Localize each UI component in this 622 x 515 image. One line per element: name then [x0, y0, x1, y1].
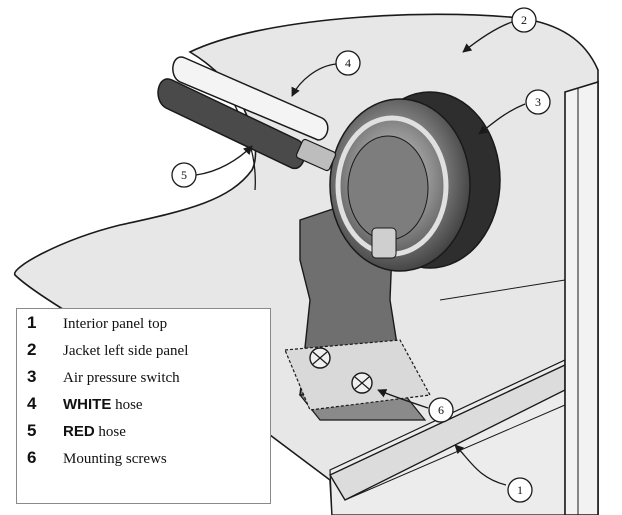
legend-emphasis: WHITE [63, 396, 112, 413]
legend-label-rest: hose [94, 424, 126, 440]
legend-number: 2 [27, 340, 37, 359]
leader-line-3 [478, 103, 526, 135]
leader-line-4 [291, 63, 337, 97]
callout-4-label: 4 [345, 56, 351, 70]
mounting-screws [309, 347, 373, 394]
air-pressure-switch [329, 91, 501, 272]
white-hose [172, 56, 329, 141]
legend-number: 4 [27, 394, 37, 413]
callout-5-label: 5 [181, 168, 187, 182]
callout-5: 5 [171, 162, 197, 188]
legend-item-4: 4 WHITE hose [27, 394, 270, 421]
legend-item-5: 5 RED hose [27, 421, 270, 448]
legend-item-1: 1 Interior panel top [27, 313, 270, 340]
callout-3: 3 [525, 89, 551, 115]
legend-label: RED hose [63, 423, 126, 441]
legend-number: 1 [27, 313, 37, 332]
callout-6-label: 6 [438, 403, 444, 417]
callout-6: 6 [428, 397, 454, 423]
leader-line-2 [462, 21, 513, 53]
callout-4: 4 [335, 50, 361, 76]
legend-label: Interior panel top [63, 316, 168, 332]
leader-line-1 [454, 444, 507, 486]
vertical-frame-post [564, 80, 599, 515]
legend-item-3: 3 Air pressure switch [27, 367, 270, 394]
callout-3-label: 3 [535, 95, 541, 109]
legend-number: 6 [27, 448, 37, 467]
leader-line-6 [377, 389, 429, 409]
legend-label: Mounting screws [63, 451, 167, 467]
legend-item-6: 6 Mounting screws [27, 448, 270, 475]
legend-number: 5 [27, 421, 37, 440]
legend-emphasis: RED [63, 423, 95, 440]
callout-1-label: 1 [517, 483, 523, 497]
legend-label: Air pressure switch [63, 370, 180, 386]
parts-legend: 1 Interior panel top 2 Jacket left side … [16, 308, 271, 504]
legend-item-2: 2 Jacket left side panel [27, 340, 270, 367]
callout-1: 1 [507, 477, 533, 503]
callout-2: 2 [511, 7, 537, 33]
callout-2-label: 2 [521, 13, 527, 27]
legend-label-rest: hose [111, 397, 143, 413]
legend-label: Jacket left side panel [63, 343, 189, 359]
legend-number: 3 [27, 367, 37, 386]
legend-label: WHITE hose [63, 396, 143, 414]
leader-line-5 [195, 145, 253, 176]
